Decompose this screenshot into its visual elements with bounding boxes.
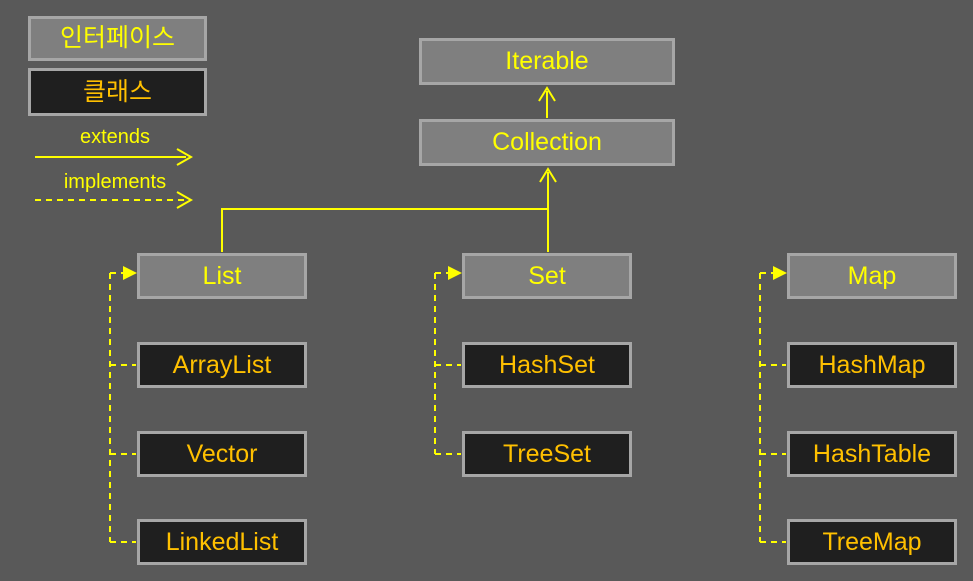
- node-map: Map: [787, 253, 957, 299]
- legend-extends-label: extends: [79, 126, 151, 148]
- edge-list-implementations: [109, 272, 136, 543]
- node-treemap: TreeMap: [787, 519, 957, 565]
- edge-map-implementations: [759, 272, 786, 543]
- node-linkedlist: LinkedList: [137, 519, 307, 565]
- arrowhead-up-iterable-icon: [538, 86, 556, 102]
- node-set: Set: [462, 253, 632, 299]
- legend-implements-label: implements: [63, 171, 167, 193]
- node-hashtable: HashTable: [787, 431, 957, 477]
- node-hashset: HashSet: [462, 342, 632, 388]
- legend-implements-arrowhead-icon: [176, 191, 194, 209]
- node-list: List: [137, 253, 307, 299]
- node-vector: Vector: [137, 431, 307, 477]
- edge-set-implementations: [434, 272, 461, 455]
- legend-class-box: 클래스: [28, 68, 207, 116]
- edge-list-set-extend-collection: [221, 172, 549, 252]
- arrowhead-up-collection-icon: [539, 167, 557, 183]
- arrowhead-right-map-icon: [773, 266, 787, 280]
- node-arraylist: ArrayList: [137, 342, 307, 388]
- node-hashmap: HashMap: [787, 342, 957, 388]
- legend-interface-box: 인터페이스: [28, 16, 207, 61]
- node-treeset: TreeSet: [462, 431, 632, 477]
- node-iterable: Iterable: [419, 38, 675, 85]
- node-collection: Collection: [419, 119, 675, 166]
- arrowhead-right-list-icon: [123, 266, 137, 280]
- legend-extends-arrowhead-icon: [176, 148, 194, 166]
- arrowhead-right-set-icon: [448, 266, 462, 280]
